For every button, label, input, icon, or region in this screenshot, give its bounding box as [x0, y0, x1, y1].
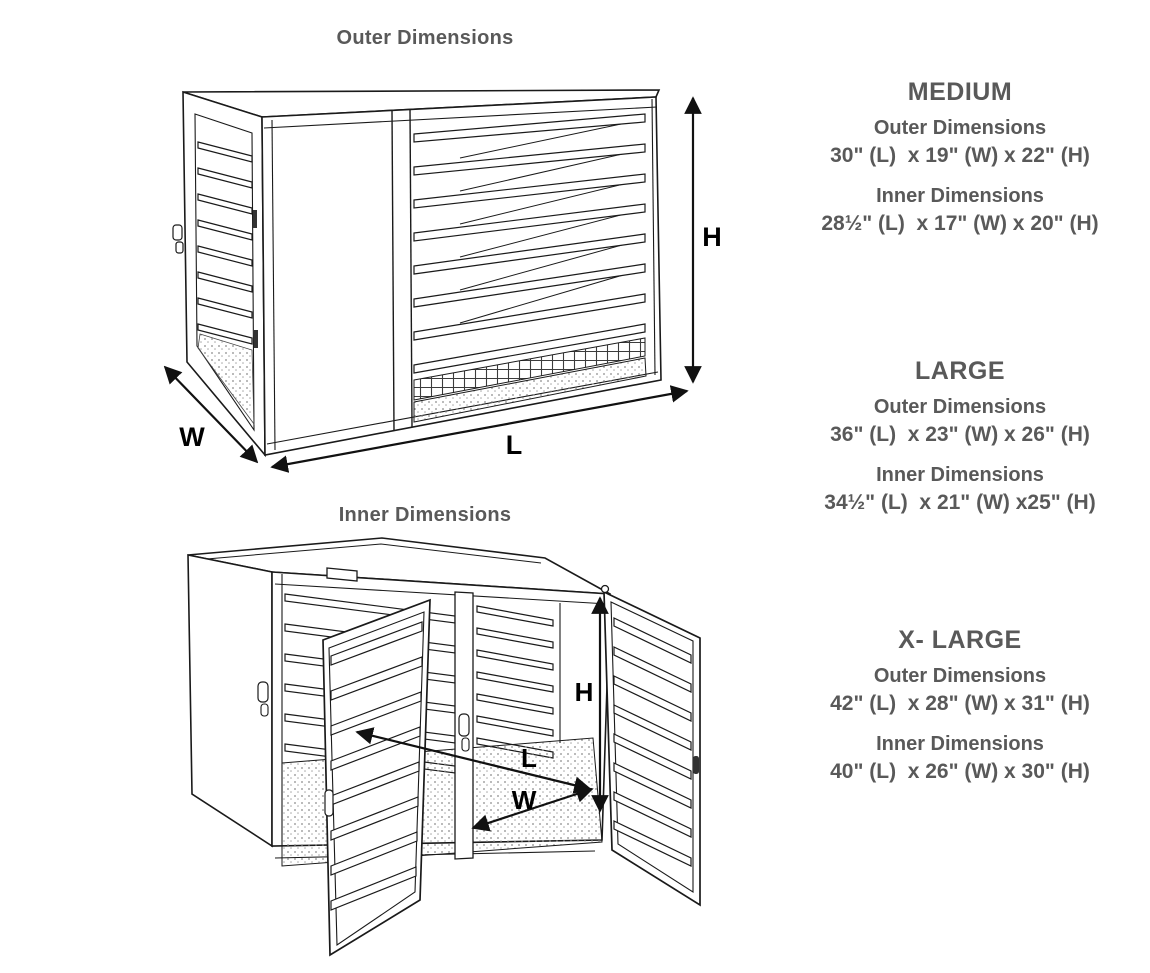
right-door-slats: [613, 617, 692, 867]
right-door-handle: [693, 756, 699, 774]
inner-height-label: H: [575, 677, 594, 707]
inner-width-arrow: [471, 785, 594, 832]
side-door-latch: [172, 224, 184, 254]
inner-dimensions-drawing: H L W: [187, 537, 701, 957]
tray-edges: [459, 119, 641, 324]
size-name: LARGE: [915, 357, 1005, 385]
inner-length-label: L: [521, 743, 537, 773]
side-door-hinge-top: [253, 210, 257, 228]
outer-dimensions-value: 36" (L) x 23" (W) x 26" (H): [830, 423, 1090, 446]
inner-dimensions-value: 28½" (L) x 17" (W) x 20" (H): [821, 212, 1099, 235]
outer-length-arrow: [270, 385, 689, 473]
size-block-medium: MEDIUM Outer Dimensions 30" (L) x 19" (W…: [775, 76, 1145, 250]
left-door-handle: [324, 789, 334, 817]
top-vent-plate: [326, 567, 358, 582]
right-door-hinge-pin: [600, 584, 610, 594]
front-slats: [413, 113, 646, 374]
outer-width-label: W: [179, 422, 205, 452]
outer-dimensions-drawing: H L W: [163, 89, 722, 473]
outer-dimensions-value: 30" (L) x 19" (W) x 22" (H): [830, 144, 1090, 167]
size-name: X- LARGE: [898, 626, 1022, 654]
inner-dimensions-value: 34½" (L) x 21" (W) x25" (H): [824, 491, 1096, 514]
center-post-latch: [458, 713, 470, 737]
left-jamb-latch: [257, 681, 269, 717]
inner-dimensions-heading: Inner Dimensions: [876, 464, 1044, 486]
outer-width-arrow: [163, 365, 259, 464]
outer-height-label: H: [702, 222, 722, 252]
outer-dimensions-heading: Outer Dimensions: [873, 117, 1047, 139]
side-door-hinge-bottom: [254, 330, 258, 348]
size-block-x-large: X- LARGE Outer Dimensions 42" (L) x 28" …: [775, 624, 1145, 798]
inner-diagram-title: Inner Dimensions: [338, 504, 512, 526]
center-post: [454, 591, 474, 860]
left-door-open: [322, 598, 431, 957]
side-slats: [197, 141, 255, 426]
inner-dimensions-heading: Inner Dimensions: [876, 733, 1044, 755]
outer-diagram-title: Outer Dimensions: [336, 27, 514, 49]
front-divider: [391, 109, 395, 432]
size-block-large: LARGE Outer Dimensions 36" (L) x 23" (W)…: [775, 355, 1145, 529]
inner-length-arrow: [355, 727, 592, 794]
size-name: MEDIUM: [907, 78, 1013, 106]
right-door-open: [600, 584, 701, 907]
outer-dimensions-heading: Outer Dimensions: [873, 396, 1047, 418]
inner-dimensions-heading: Inner Dimensions: [876, 185, 1044, 207]
inner-width-label: W: [512, 785, 537, 815]
outer-length-label: L: [506, 430, 523, 460]
outer-crate-side-face: [172, 90, 266, 458]
outer-dimensions-value: 42" (L) x 28" (W) x 31" (H): [830, 692, 1090, 715]
inner-dimensions-value: 40" (L) x 26" (W) x 30" (H): [830, 760, 1090, 783]
outer-dimensions-heading: Outer Dimensions: [873, 665, 1047, 687]
outer-crate-front-face: [261, 96, 662, 456]
inner-crate-front-face: [257, 567, 611, 867]
